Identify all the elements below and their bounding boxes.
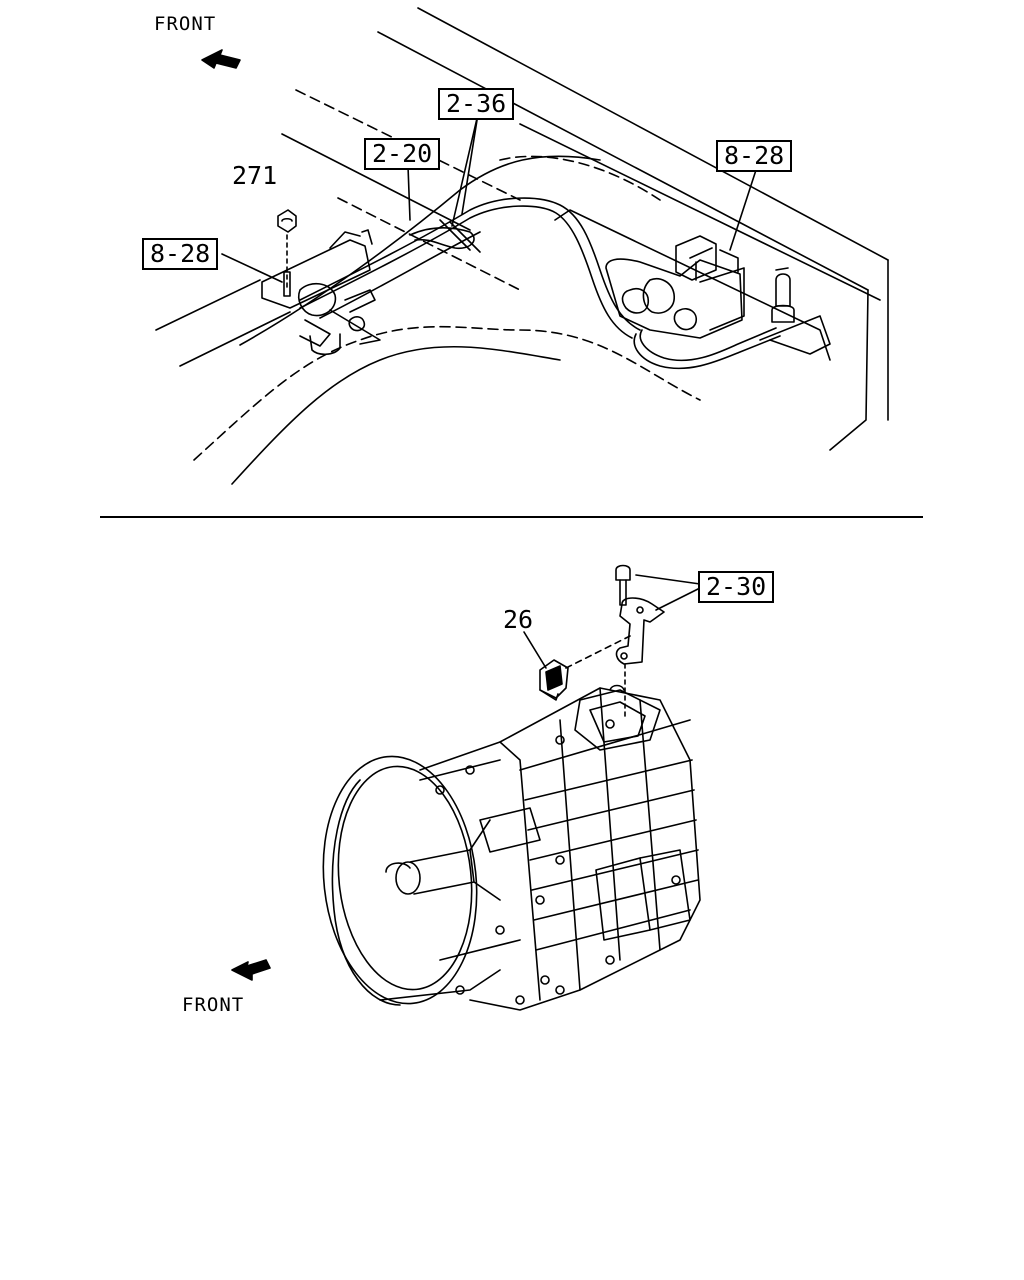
callout-8-28-right: 8-28 — [716, 140, 793, 172]
top-view-drawing — [155, 7, 889, 485]
section-divider — [100, 516, 923, 518]
callout-271: 271 — [232, 161, 278, 190]
bracket-2-30 — [615, 597, 665, 665]
callout-8-28-left: 8-28 — [142, 238, 219, 270]
callout-26: 26 — [503, 605, 534, 634]
bottom-view-drawing — [231, 564, 701, 1011]
front-label-bottom: FRONT — [182, 994, 245, 1016]
nut-271 — [277, 209, 297, 233]
callout-2-36: 2-36 — [438, 88, 515, 120]
top-leaders — [221, 113, 757, 283]
callout-2-30: 2-30 — [698, 571, 775, 603]
bottom-leaders — [523, 574, 701, 669]
front-arrow-icon-top — [201, 49, 241, 69]
front-label-top: FRONT — [154, 13, 217, 35]
callout-2-20: 2-20 — [364, 138, 441, 170]
front-arrow-icon-bottom — [231, 959, 271, 981]
bolt-2-30 — [615, 564, 631, 581]
